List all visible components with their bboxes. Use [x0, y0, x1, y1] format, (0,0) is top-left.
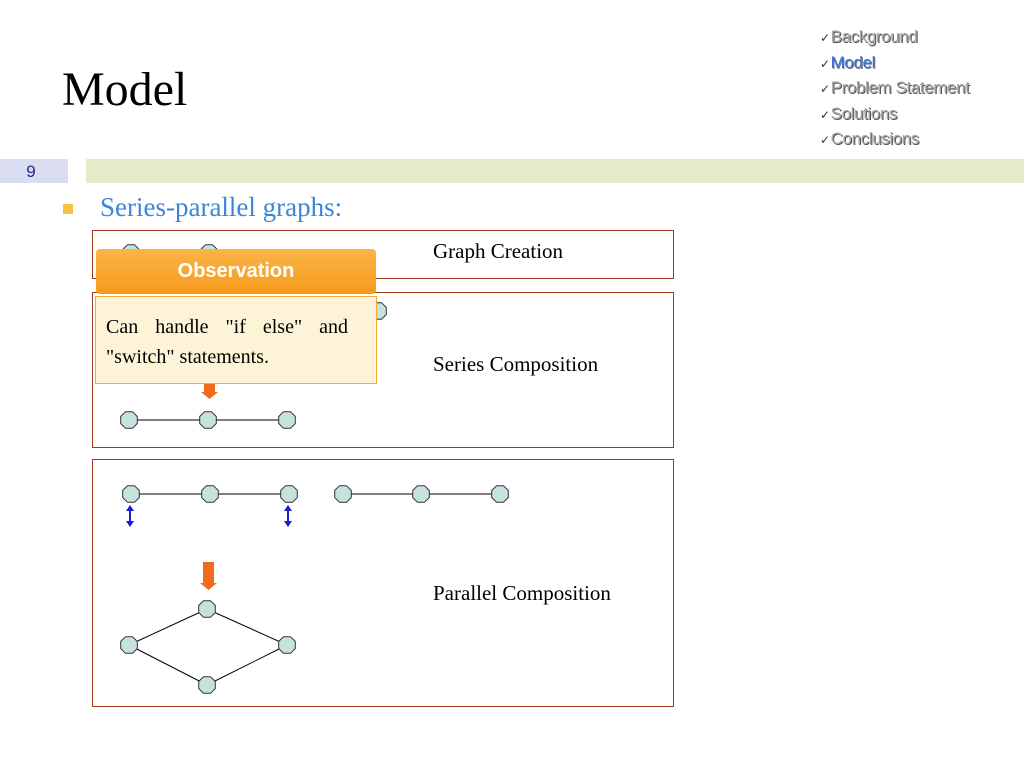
parallel-result-graph	[120, 600, 296, 694]
graph-node	[198, 676, 216, 694]
nav-item-solutions[interactable]: ✓ Solutions	[820, 102, 969, 128]
series-composition-frame	[92, 292, 674, 448]
nav-item-label: Problem Statement	[830, 78, 970, 97]
check-icon: ✓	[820, 133, 830, 147]
check-icon: ✓	[820, 82, 830, 96]
nav-item-label: Model	[830, 52, 876, 72]
graph-node	[491, 485, 509, 503]
header-divider-bar	[86, 159, 1024, 183]
nav-item-conclusions[interactable]: ✓ Conclusions	[820, 127, 969, 153]
series-composition-label: Series Composition	[433, 352, 599, 376]
parallel-composition-label: Parallel Composition	[433, 581, 611, 605]
orange-down-arrow-icon	[200, 562, 217, 590]
slide-number-background	[0, 159, 68, 183]
graph-node	[120, 411, 138, 429]
nav-item-background[interactable]: ✓ Background	[820, 25, 969, 51]
graph-node	[412, 485, 430, 503]
bullet-text: Series-parallel graphs:	[100, 192, 343, 222]
observation-callout-text: Can handle "if else" and "switch" statem…	[106, 316, 348, 368]
graph-node	[334, 485, 352, 503]
graph-creation-frame	[92, 230, 674, 279]
graph-node	[198, 600, 216, 618]
graph-node	[120, 636, 138, 654]
graph-node	[201, 485, 219, 503]
observation-callout-header: Observation	[96, 249, 376, 294]
parallel-input-graph-left	[122, 485, 298, 503]
check-icon: ✓	[820, 31, 830, 45]
graph-node	[278, 411, 296, 429]
blue-double-arrow-icon	[284, 505, 292, 527]
graph-node	[280, 485, 298, 503]
parallel-composition-frame	[92, 459, 674, 707]
graph-node	[199, 411, 217, 429]
bullet-square-icon	[63, 204, 73, 214]
nav-item-label: Background	[830, 27, 918, 46]
observation-callout-body	[95, 296, 377, 384]
check-icon: ✓	[820, 56, 830, 71]
graph-node	[278, 636, 296, 654]
slide-number: 9	[26, 162, 36, 181]
section-nav: ✓ Background ✓ Model ✓ Problem Statement…	[820, 25, 970, 153]
blue-double-arrow-icon	[126, 505, 134, 527]
check-icon: ✓	[820, 107, 830, 122]
series-result-graph	[120, 411, 296, 429]
graph-creation-label: Graph Creation	[433, 239, 564, 263]
nav-item-model[interactable]: ✓ Model	[820, 51, 969, 77]
parallel-input-graph-right	[334, 485, 509, 503]
nav-item-problem-statement[interactable]: ✓ Problem Statement	[820, 76, 970, 102]
slide-title: Model	[62, 63, 188, 116]
graph-node	[122, 485, 140, 503]
nav-item-label: Solutions	[830, 103, 898, 123]
nav-item-label: Conclusions	[830, 129, 920, 148]
